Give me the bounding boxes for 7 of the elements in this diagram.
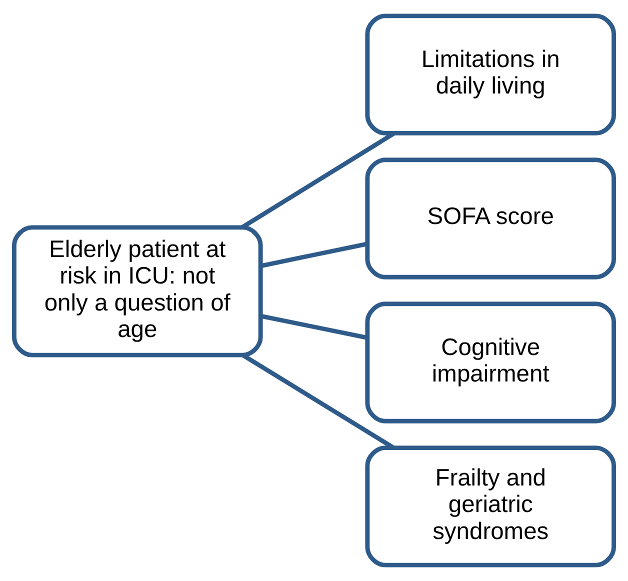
node-box: SOFA score <box>365 158 616 280</box>
connector <box>260 242 368 268</box>
node-box: Cognitive impairment <box>365 302 616 424</box>
node-box: Limitations in daily living <box>365 14 616 136</box>
connector <box>260 314 368 340</box>
node-box: Frailty and geriatric syndromes <box>365 446 616 568</box>
node-box: Elderly patient at risk in ICU: not only a question of age <box>12 225 263 358</box>
